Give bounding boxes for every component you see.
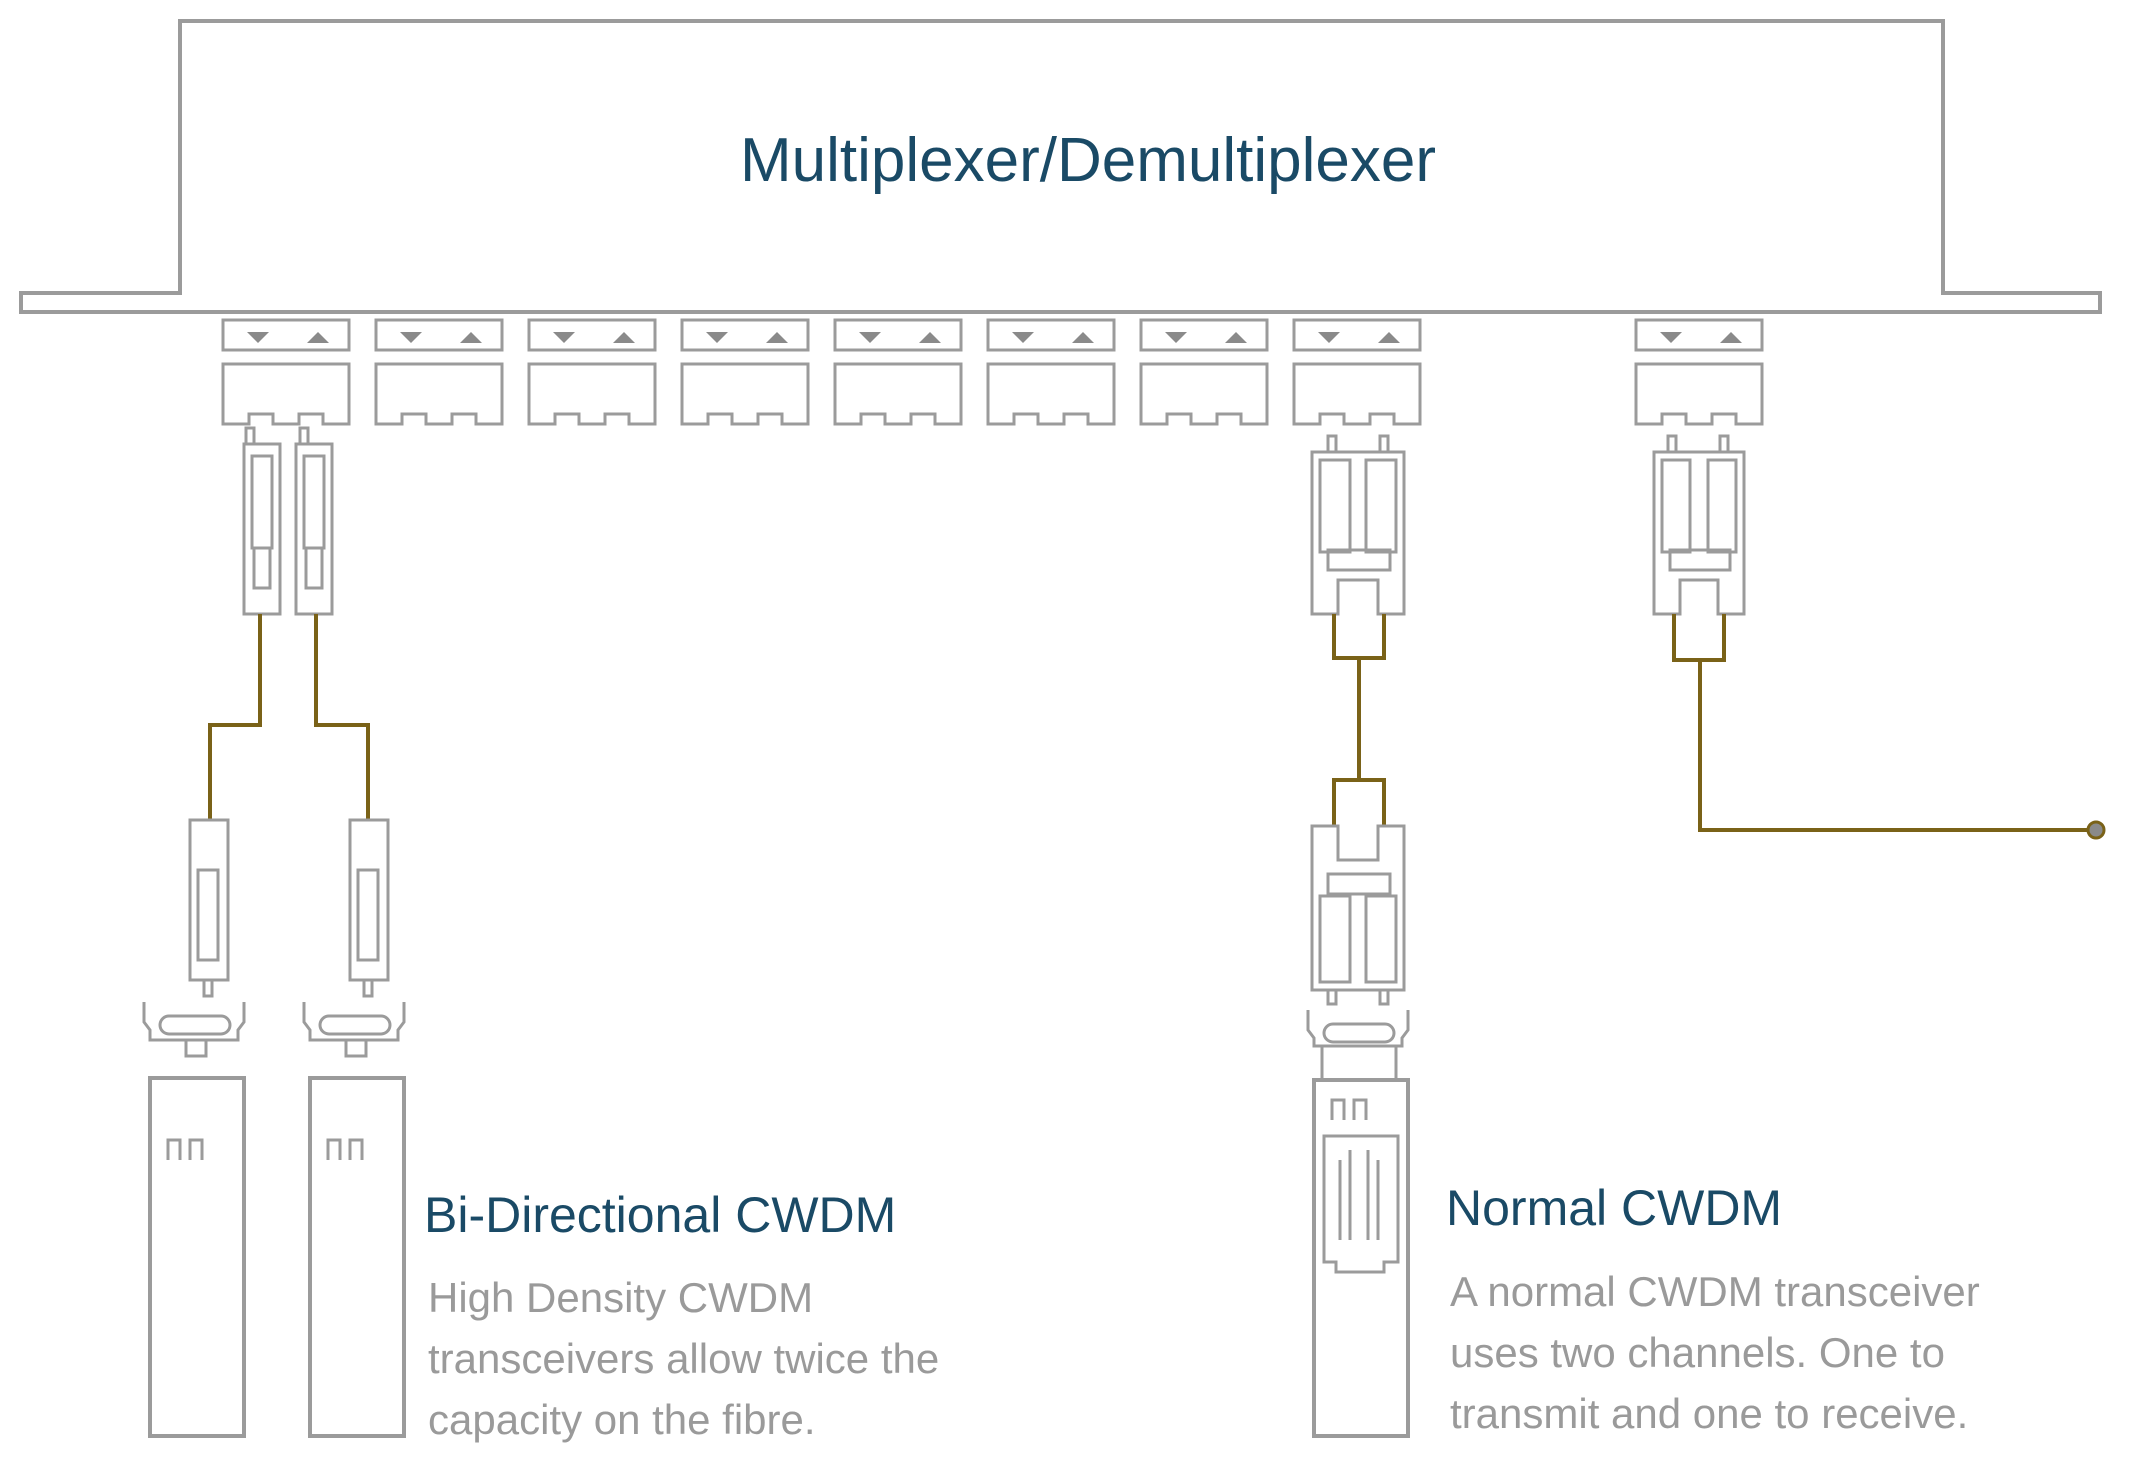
lc-duplex-connector bbox=[1310, 824, 1406, 1006]
fiber-endpoint bbox=[2086, 820, 2106, 840]
tx-down-arrow-icon bbox=[400, 332, 422, 343]
rx-up-arrow-icon bbox=[460, 332, 482, 343]
channel-port bbox=[527, 318, 657, 426]
lc-port-socket bbox=[374, 362, 504, 426]
channel-port bbox=[374, 318, 504, 426]
fiber-cable bbox=[208, 614, 262, 820]
normal-caption: Normal CWDM A normal CWDM transceiver us… bbox=[1446, 1180, 1980, 1437]
channel-port bbox=[1139, 318, 1269, 426]
port-label-strip bbox=[680, 318, 810, 352]
normal-heading: Normal CWDM bbox=[1446, 1180, 1782, 1236]
rx-up-arrow-icon bbox=[307, 332, 329, 343]
lc-simplex-connector bbox=[242, 426, 282, 616]
lc-simplex-connector bbox=[188, 818, 230, 998]
lc-port-socket bbox=[1139, 362, 1269, 426]
bidi-caption: Bi-Directional CWDM High Density CWDM tr… bbox=[424, 1187, 939, 1443]
channel-port bbox=[221, 318, 351, 426]
tx-down-arrow-icon bbox=[1012, 332, 1034, 343]
port-label-strip bbox=[527, 318, 657, 352]
fiber-cable bbox=[1332, 614, 1386, 826]
rx-up-arrow-icon bbox=[766, 332, 788, 343]
lc-port-socket bbox=[1292, 362, 1422, 426]
channel-port bbox=[1292, 318, 1422, 426]
tx-down-arrow-icon bbox=[1165, 332, 1187, 343]
lc-port-socket bbox=[1634, 362, 1764, 426]
bidi-link-1 bbox=[142, 426, 406, 1438]
lc-port-socket bbox=[833, 362, 963, 426]
rx-up-arrow-icon bbox=[1720, 332, 1742, 343]
normal-link bbox=[1306, 434, 1410, 1438]
normal-description-line: transmit and one to receive. bbox=[1450, 1390, 1968, 1437]
bidi-description-line: capacity on the fibre. bbox=[428, 1396, 816, 1443]
lc-port-socket bbox=[986, 362, 1116, 426]
express-port bbox=[1634, 318, 1764, 426]
port-label-strip bbox=[221, 318, 351, 352]
device-title: Multiplexer/Demultiplexer bbox=[740, 126, 1436, 195]
fiber-cable bbox=[314, 614, 370, 820]
lc-duplex-connector bbox=[1310, 434, 1406, 616]
bidi-description-line: High Density CWDM bbox=[428, 1274, 813, 1321]
rx-up-arrow-icon bbox=[919, 332, 941, 343]
lc-port-socket bbox=[680, 362, 810, 426]
fiber-cable bbox=[1672, 614, 2092, 832]
duplex-sfp-transceiver bbox=[1306, 1010, 1410, 1438]
channel-port bbox=[680, 318, 810, 426]
channel-port bbox=[986, 318, 1116, 426]
port-row bbox=[221, 318, 1764, 426]
mux-demux-chassis bbox=[19, 19, 2102, 314]
port-label-strip bbox=[374, 318, 504, 352]
bidi-description-line: transceivers allow twice the bbox=[428, 1335, 939, 1382]
tx-down-arrow-icon bbox=[553, 332, 575, 343]
lc-port-socket bbox=[221, 362, 351, 426]
bidi-sfp-transceiver bbox=[302, 1002, 406, 1438]
normal-description-line: A normal CWDM transceiver bbox=[1450, 1268, 1980, 1315]
port-label-strip bbox=[1139, 318, 1269, 352]
bidi-sfp-transceiver bbox=[142, 1002, 246, 1438]
rx-up-arrow-icon bbox=[1378, 332, 1400, 343]
tx-down-arrow-icon bbox=[1660, 332, 1682, 343]
lc-port-socket bbox=[527, 362, 657, 426]
tx-down-arrow-icon bbox=[1318, 332, 1340, 343]
rx-up-arrow-icon bbox=[1072, 332, 1094, 343]
port-label-strip bbox=[1292, 318, 1422, 352]
port-label-strip bbox=[1634, 318, 1764, 352]
port-label-strip bbox=[986, 318, 1116, 352]
port-label-strip bbox=[833, 318, 963, 352]
tx-down-arrow-icon bbox=[247, 332, 269, 343]
lc-simplex-connector bbox=[294, 426, 334, 616]
normal-description-line: uses two channels. One to bbox=[1450, 1329, 1945, 1376]
common-port-link bbox=[1652, 434, 2106, 840]
tx-down-arrow-icon bbox=[859, 332, 881, 343]
rx-up-arrow-icon bbox=[613, 332, 635, 343]
lc-simplex-connector bbox=[348, 818, 390, 998]
rx-up-arrow-icon bbox=[1225, 332, 1247, 343]
channel-port bbox=[833, 318, 963, 426]
bidi-heading: Bi-Directional CWDM bbox=[424, 1187, 896, 1243]
tx-down-arrow-icon bbox=[706, 332, 728, 343]
lc-duplex-connector bbox=[1652, 434, 1746, 616]
